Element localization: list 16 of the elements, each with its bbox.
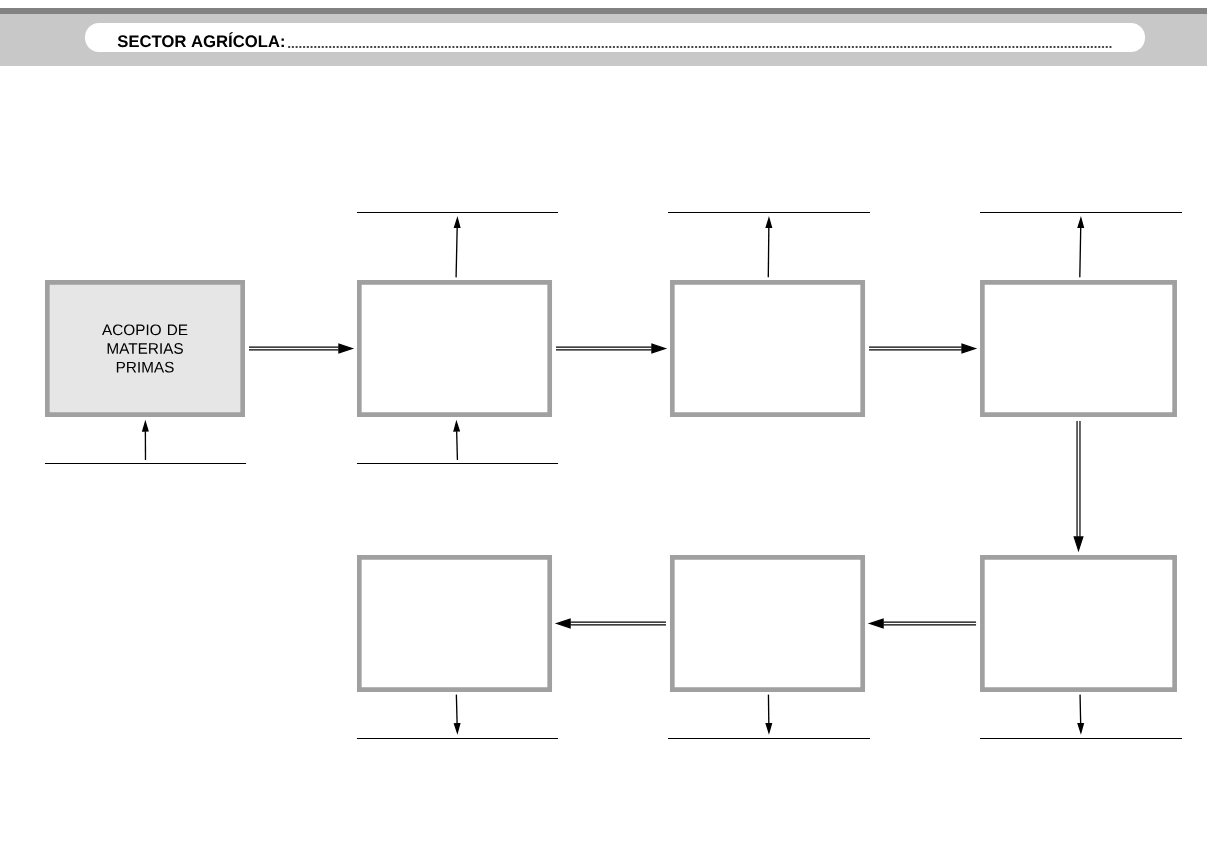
- fill-in-line: [668, 737, 870, 740]
- empty-box: [669, 280, 866, 417]
- empty-box: [980, 280, 1177, 417]
- empty-box: [356, 280, 553, 417]
- empty-box: [356, 555, 553, 692]
- title: SECTOR AGRÍCOLA:: [117, 32, 284, 48]
- fill-in-line: [356, 737, 559, 740]
- empty-box: [669, 555, 866, 692]
- fill-in-line: [44, 462, 247, 465]
- fill-in-line: [980, 737, 1182, 740]
- process-box: ACOPIO DE MATERIAS PRIMAS: [45, 280, 245, 417]
- fill-in-line: [980, 211, 1182, 214]
- fill-in-line: [356, 211, 559, 214]
- fill-in-line: [356, 462, 559, 465]
- fill-in-line: [668, 211, 870, 214]
- empty-box: [980, 555, 1177, 692]
